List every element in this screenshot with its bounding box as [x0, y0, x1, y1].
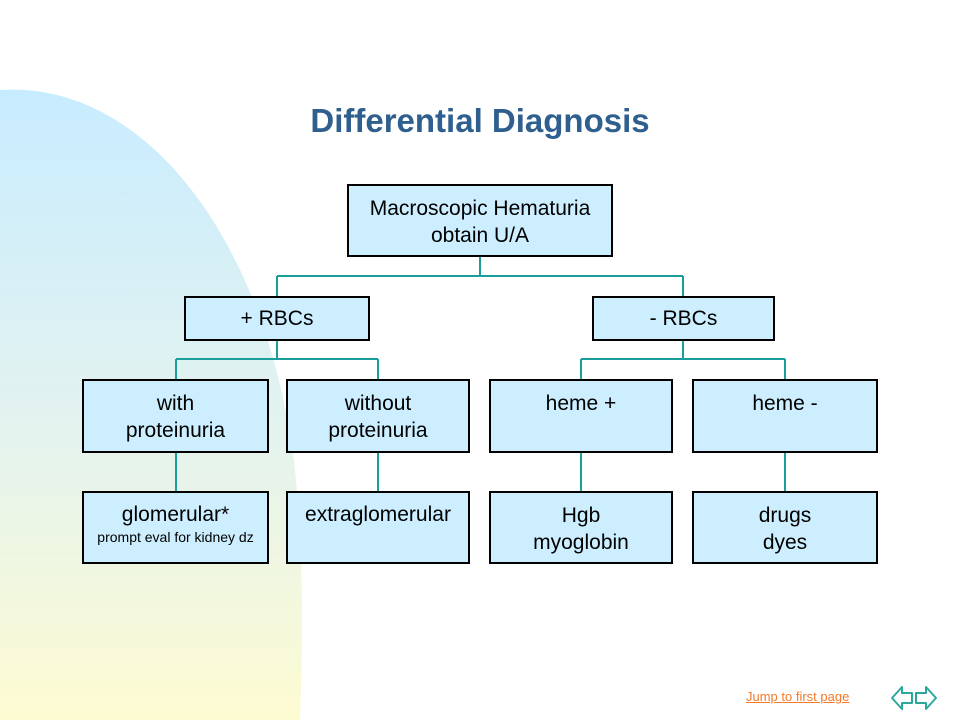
node-label: extraglomerular [305, 503, 451, 526]
node-label: heme - [752, 392, 818, 415]
node-label: Macroscopic Hematuria [369, 197, 591, 220]
node-label: Hgb [561, 504, 601, 527]
node-label: proteinuria [328, 419, 428, 442]
node-positive-rbcs: + RBCs [184, 296, 370, 341]
arrow-right-icon[interactable] [914, 684, 938, 712]
node-extraglomerular: extraglomerular [286, 491, 470, 564]
node-label: heme + [545, 392, 617, 415]
node-label: dyes [762, 531, 808, 554]
node-without-proteinuria: without proteinuria [286, 379, 470, 453]
arrow-left-icon[interactable] [890, 684, 914, 712]
node-negative-rbcs: - RBCs [592, 296, 775, 341]
node-label: obtain U/A [430, 224, 530, 247]
node-with-proteinuria: with proteinuria [82, 379, 269, 453]
node-label: proteinuria [125, 419, 226, 442]
node-label: + RBCs [240, 307, 314, 330]
node-macroscopic-hematuria: Macroscopic Hematuria obtain U/A [347, 184, 613, 257]
node-hgb-myoglobin: Hgb myoglobin [489, 491, 673, 564]
node-heme-negative: heme - [692, 379, 878, 453]
node-label: glomerular* [121, 503, 230, 526]
node-label: myoglobin [533, 531, 629, 554]
node-drugs-dyes: drugs dyes [692, 491, 878, 564]
node-heme-positive: heme + [489, 379, 673, 453]
node-glomerular: glomerular* prompt eval for kidney dz [82, 491, 269, 564]
node-note: prompt eval for kidney dz [97, 529, 254, 545]
page-title: Differential Diagnosis [310, 102, 650, 139]
node-label: with [156, 392, 195, 415]
node-label: - RBCs [649, 307, 718, 330]
node-label: without [344, 392, 412, 415]
node-label: drugs [758, 504, 812, 527]
jump-to-first-page-link[interactable]: Jump to first page [746, 689, 850, 704]
